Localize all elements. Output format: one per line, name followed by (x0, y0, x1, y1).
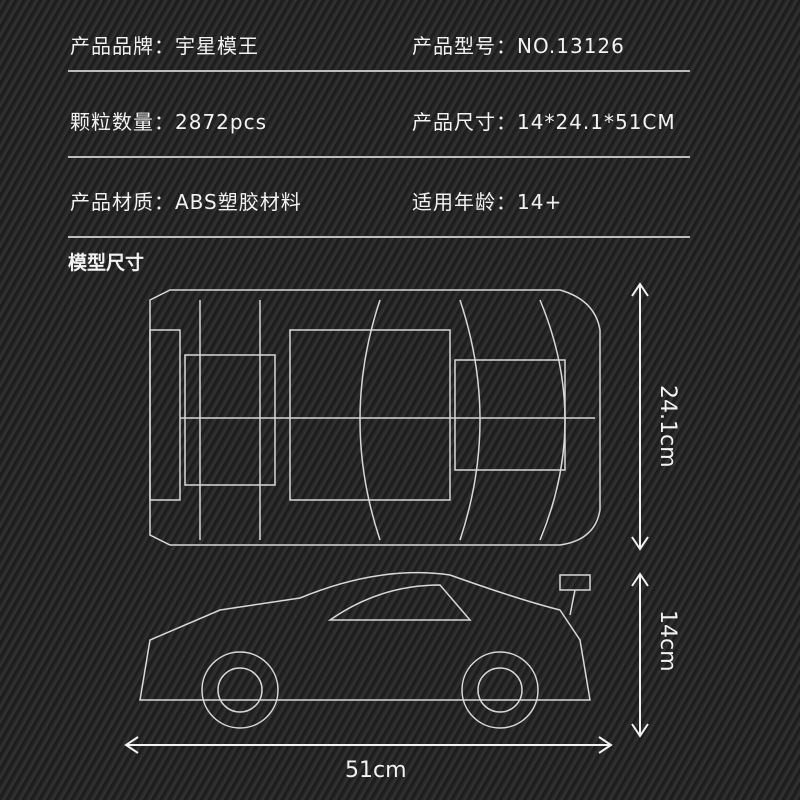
spec-label: 产品材质： (70, 190, 175, 214)
divider (68, 156, 690, 158)
spec-value: NO.13126 (517, 34, 625, 58)
divider (68, 70, 690, 72)
spec-label: 产品型号： (412, 34, 517, 58)
spec-value: 14*24.1*51CM (517, 110, 676, 134)
spec-value: 宇星模王 (175, 34, 259, 58)
divider (68, 236, 690, 238)
spec-value: 2872pcs (175, 110, 268, 134)
spec-label: 产品尺寸： (412, 110, 517, 134)
section-title: 模型尺寸 (68, 252, 145, 274)
width-dimension-label: 24.1cm (655, 385, 680, 468)
height-dimension-label: 14cm (655, 610, 680, 672)
spec-value: ABS塑胶材料 (175, 190, 302, 214)
spec-model: 产品型号：NO.13126 (412, 30, 625, 59)
spec-material: 产品材质：ABS塑胶材料 (70, 186, 302, 215)
spec-pieces: 颗粒数量：2872pcs (70, 106, 267, 135)
car-top-view (149, 289, 601, 546)
spec-brand: 产品品牌：宇星模王 (70, 30, 259, 59)
spec-size: 产品尺寸：14*24.1*51CM (412, 106, 676, 135)
spec-value: 14+ (517, 190, 563, 214)
spec-label: 颗粒数量： (70, 110, 175, 134)
length-dimension-label: 51cm (345, 758, 407, 783)
spec-label: 产品品牌： (70, 34, 175, 58)
car-side-view (139, 571, 591, 729)
spec-age: 适用年龄：14+ (412, 186, 562, 215)
dimension-arrows (124, 282, 649, 754)
spec-label: 适用年龄： (412, 190, 517, 214)
